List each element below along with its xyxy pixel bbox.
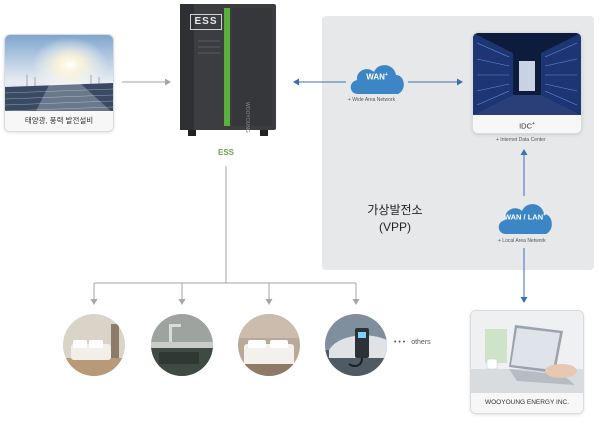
consumer-ev-charger bbox=[325, 314, 387, 376]
solar-farm-image bbox=[5, 35, 113, 113]
wan-label: WAN+ bbox=[366, 72, 388, 82]
data-center-image bbox=[473, 33, 581, 115]
idc-card: IDC+ bbox=[472, 32, 582, 134]
consumer-living-room bbox=[63, 314, 125, 376]
wan-lan-sublabel: + Local Area Network bbox=[498, 238, 546, 244]
consumer-bedroom bbox=[238, 314, 300, 376]
laptop-workspace-image bbox=[471, 311, 583, 393]
company-caption: WOOYOUNG ENERGY INC. bbox=[471, 393, 583, 413]
others-dots: • • • bbox=[394, 339, 406, 346]
company-card: WOOYOUNG ENERGY INC. bbox=[470, 310, 584, 414]
ess-logo: ESS bbox=[190, 14, 222, 30]
wan-sublabel: + Wide Area Network bbox=[348, 97, 396, 103]
living-room-image bbox=[63, 314, 125, 376]
kitchen-image bbox=[151, 314, 213, 376]
vpp-title: 가상발전소 (VPP) bbox=[340, 202, 450, 236]
consumer-kitchen bbox=[151, 314, 213, 376]
wan-cloud-icon bbox=[350, 65, 404, 94]
vpp-title-korean: 가상발전소 bbox=[367, 203, 423, 217]
vpp-title-abbrev: (VPP) bbox=[378, 220, 411, 234]
others-indicator: • • • others bbox=[394, 339, 431, 346]
wan-lan-label: WAN / LAN+ bbox=[503, 212, 547, 222]
ess-cabinet: WOOYOUNG ESS bbox=[176, 2, 284, 138]
solar-caption: 태양광, 풍력 발전설비 bbox=[5, 111, 113, 131]
ev-charger-image bbox=[325, 314, 387, 376]
wan-lan-cloud: WAN / LAN+ + Local Area Network bbox=[494, 198, 556, 246]
idc-sublabel: + Internet Data Center bbox=[496, 137, 546, 143]
ess-side-brand: WOOYOUNG bbox=[244, 102, 250, 133]
others-label: others bbox=[411, 339, 431, 346]
wan-lan-cloud-icon bbox=[498, 204, 552, 234]
ess-label: ESS bbox=[217, 148, 234, 157]
bedroom-image bbox=[238, 314, 300, 376]
solar-wind-card: 태양광, 풍력 발전설비 bbox=[4, 34, 114, 132]
idc-label: IDC+ bbox=[473, 115, 581, 133]
wan-cloud: WAN+ + Wide Area Network bbox=[346, 60, 408, 106]
